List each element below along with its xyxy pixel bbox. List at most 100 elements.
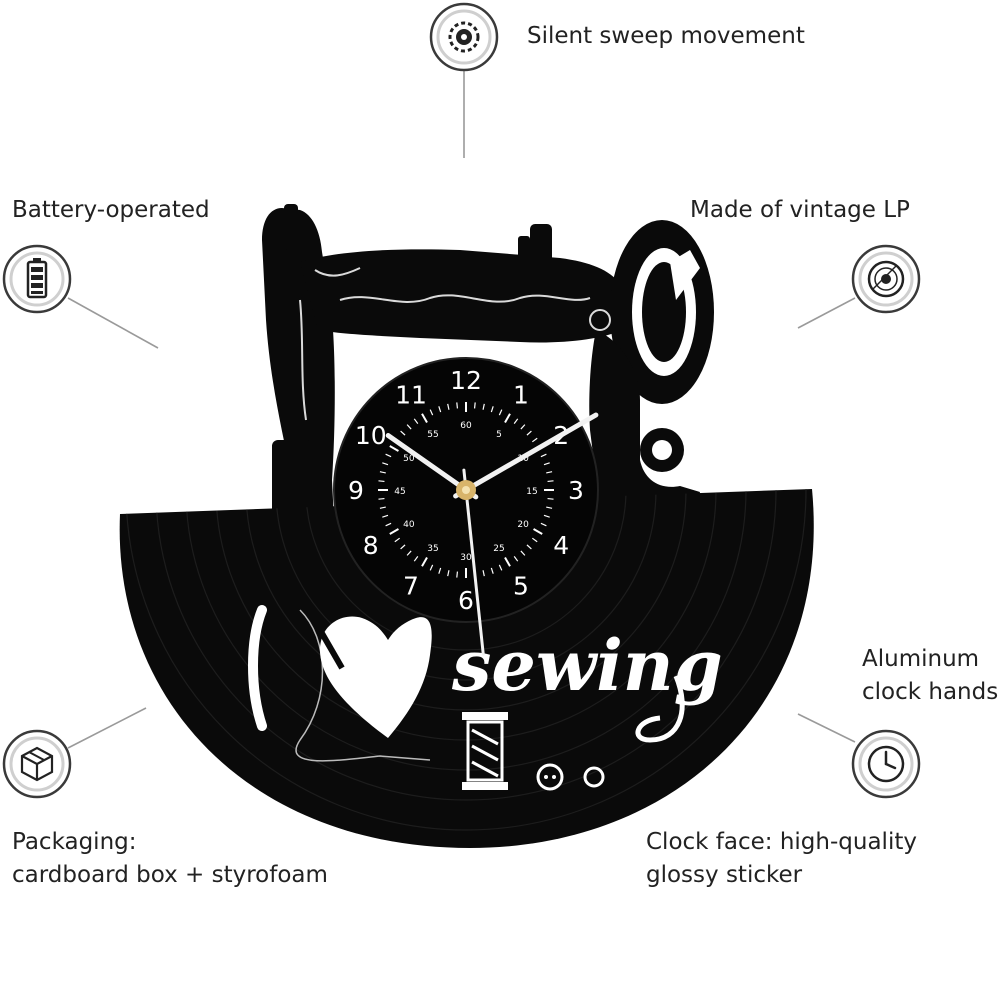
minute-tick bbox=[504, 413, 511, 423]
feature-packaging-line2: cardboard box + styrofoam bbox=[12, 862, 328, 888]
feature-clock-hands-line1: Aluminum bbox=[862, 646, 980, 672]
artwork-word: sewing bbox=[451, 624, 723, 707]
minute-tick bbox=[540, 522, 547, 527]
gear-icon bbox=[429, 2, 499, 72]
minute-tick bbox=[379, 471, 386, 474]
minute-tick bbox=[482, 570, 485, 577]
needle-shape bbox=[309, 614, 345, 670]
feature-clock-face-line1: Clock face: high-quality bbox=[646, 829, 917, 855]
minute-tick bbox=[540, 453, 547, 458]
feature-packaging: Packaging: cardboard box + styrofoam bbox=[12, 826, 328, 892]
minute-tick bbox=[378, 480, 385, 483]
clock-face: 121234567891011 60510152025303540455055 bbox=[333, 357, 599, 656]
minute-tick bbox=[526, 544, 532, 550]
hour-numeral: 1 bbox=[513, 381, 529, 410]
minute-numeral: 50 bbox=[403, 454, 415, 464]
minute-tick bbox=[546, 471, 553, 474]
minute-tick bbox=[389, 528, 399, 535]
minute-tick bbox=[482, 403, 485, 410]
minute-numeral: 20 bbox=[517, 520, 529, 530]
minute-numeral: 60 bbox=[460, 421, 472, 431]
feature-battery-text: Battery-operated bbox=[12, 197, 210, 223]
hour-numeral: 12 bbox=[450, 366, 482, 395]
minute-tick bbox=[490, 567, 494, 574]
minute-tick bbox=[447, 570, 450, 577]
minute-tick bbox=[504, 557, 511, 567]
minute-tick bbox=[413, 555, 419, 562]
minute-tick bbox=[400, 544, 406, 550]
minute-numeral: 35 bbox=[427, 544, 438, 554]
minute-tick bbox=[438, 406, 442, 413]
clock-icon bbox=[851, 729, 921, 799]
minute-tick bbox=[382, 462, 389, 466]
minute-tick bbox=[498, 409, 503, 416]
minute-tick bbox=[382, 514, 389, 518]
minute-tick bbox=[498, 564, 503, 571]
minute-numeral: 5 bbox=[496, 430, 502, 440]
minute-numeral: 45 bbox=[394, 487, 405, 497]
minute-tick bbox=[531, 537, 538, 543]
minute-tick bbox=[526, 430, 532, 436]
sewing-machine-silhouette bbox=[262, 204, 714, 522]
minute-tick bbox=[385, 522, 392, 527]
hour-numeral: 3 bbox=[568, 476, 584, 505]
feature-packaging-line1: Packaging: bbox=[12, 829, 137, 855]
feature-clock-hands: Aluminum clock hands bbox=[862, 643, 998, 709]
minute-tick bbox=[406, 424, 412, 430]
hour-numeral: 9 bbox=[348, 476, 364, 505]
box-icon bbox=[2, 729, 72, 799]
minute-tick bbox=[389, 445, 399, 452]
minute-tick bbox=[473, 402, 476, 409]
vinyl-record-icon bbox=[851, 244, 921, 314]
minute-tick bbox=[513, 418, 519, 425]
minute-tick bbox=[547, 497, 554, 500]
battery-icon bbox=[2, 244, 72, 314]
feature-silent-movement-text: Silent sweep movement bbox=[527, 23, 805, 49]
minute-tick bbox=[394, 537, 401, 543]
hour-numeral: 11 bbox=[395, 381, 427, 410]
feature-vinyl-text: Made of vintage LP bbox=[690, 197, 910, 223]
hour-numeral: 5 bbox=[513, 571, 529, 600]
minute-numeral: 55 bbox=[427, 430, 438, 440]
minute-numeral: 30 bbox=[460, 553, 472, 563]
heart-shape bbox=[320, 616, 432, 738]
minute-tick bbox=[490, 406, 494, 413]
minute-hand bbox=[453, 412, 599, 499]
minute-ticks bbox=[378, 402, 554, 578]
feature-vinyl: Made of vintage LP bbox=[690, 194, 910, 227]
feature-clock-face: Clock face: high-quality glossy sticker bbox=[646, 826, 917, 892]
minute-tick bbox=[421, 413, 428, 423]
hour-numeral: 7 bbox=[403, 571, 419, 600]
minute-tick bbox=[429, 564, 434, 571]
minute-tick bbox=[413, 418, 419, 425]
minute-tick bbox=[447, 403, 450, 410]
connector-lines bbox=[67, 70, 856, 749]
hour-numeral: 10 bbox=[355, 421, 387, 450]
minute-tick bbox=[533, 528, 543, 535]
minute-numeral: 15 bbox=[526, 487, 537, 497]
minute-tick bbox=[520, 424, 526, 430]
minute-tick bbox=[543, 514, 550, 518]
feature-clock-hands-line2: clock hands bbox=[862, 679, 999, 705]
minute-tick bbox=[513, 555, 519, 562]
minute-tick bbox=[520, 550, 526, 556]
feature-battery: Battery-operated bbox=[12, 194, 210, 227]
minute-tick bbox=[400, 430, 406, 436]
minute-tick bbox=[456, 402, 459, 409]
second-hand bbox=[462, 468, 485, 656]
feature-silent-movement: Silent sweep movement bbox=[527, 20, 805, 53]
decorative-scrollwork bbox=[299, 267, 611, 421]
minute-tick bbox=[421, 557, 428, 567]
minute-tick bbox=[379, 506, 386, 509]
feature-clock-face-line2: glossy sticker bbox=[646, 862, 803, 888]
minute-tick bbox=[531, 437, 538, 443]
minute-tick bbox=[429, 409, 434, 416]
minute-numeral: 40 bbox=[403, 520, 415, 530]
minute-tick bbox=[546, 506, 553, 509]
minute-tick bbox=[456, 571, 459, 578]
minute-tick bbox=[406, 550, 412, 556]
minute-tick bbox=[438, 567, 442, 574]
artwork-swash bbox=[635, 675, 685, 743]
minute-tick bbox=[378, 497, 385, 500]
minute-numeral: 25 bbox=[493, 544, 504, 554]
